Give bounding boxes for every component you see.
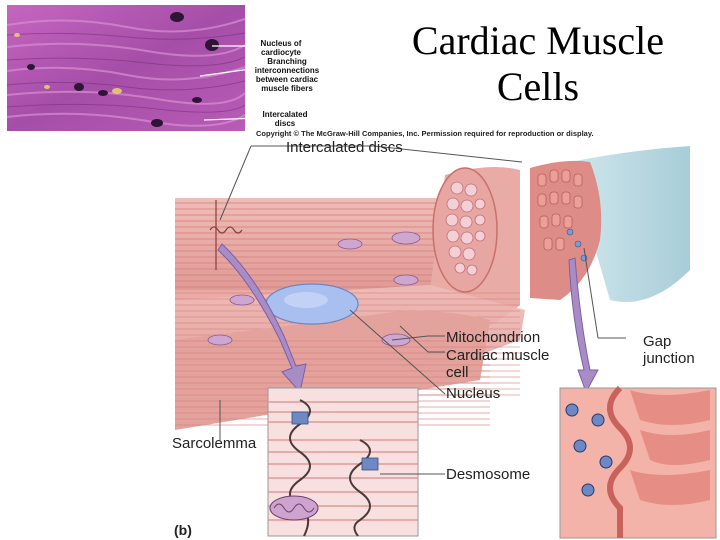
micrograph-label-nucleus: Nucleus of cardiocyte bbox=[258, 39, 304, 57]
slide-title: Cardiac Muscle Cells bbox=[378, 18, 698, 110]
label-cardiac-muscle-cell: Cardiac muscle cell bbox=[446, 347, 556, 381]
gap-junction-inset bbox=[560, 388, 716, 538]
label-mitochondrion: Mitochondrion bbox=[446, 329, 540, 346]
copyright-notice: Copyright © The McGraw-Hill Companies, I… bbox=[256, 129, 594, 138]
gap-junction-callout-arrow bbox=[569, 258, 598, 392]
desmosome-inset bbox=[268, 388, 418, 536]
cardiac-muscle-illustration bbox=[160, 140, 720, 540]
label-gap-junction: Gap junction bbox=[643, 333, 711, 367]
micrograph-label-intercalated-discs: Intercalated discs bbox=[260, 110, 310, 128]
label-intercalated-discs: Intercalated discs bbox=[286, 139, 403, 156]
label-desmosome: Desmosome bbox=[446, 466, 530, 483]
panel-label: (b) bbox=[174, 522, 192, 539]
micrograph-label-branching: Branching interconnections between cardi… bbox=[254, 57, 320, 93]
label-nucleus: Nucleus bbox=[446, 385, 500, 402]
label-sarcolemma: Sarcolemma bbox=[172, 435, 256, 452]
fiber-cross-section bbox=[433, 168, 497, 292]
